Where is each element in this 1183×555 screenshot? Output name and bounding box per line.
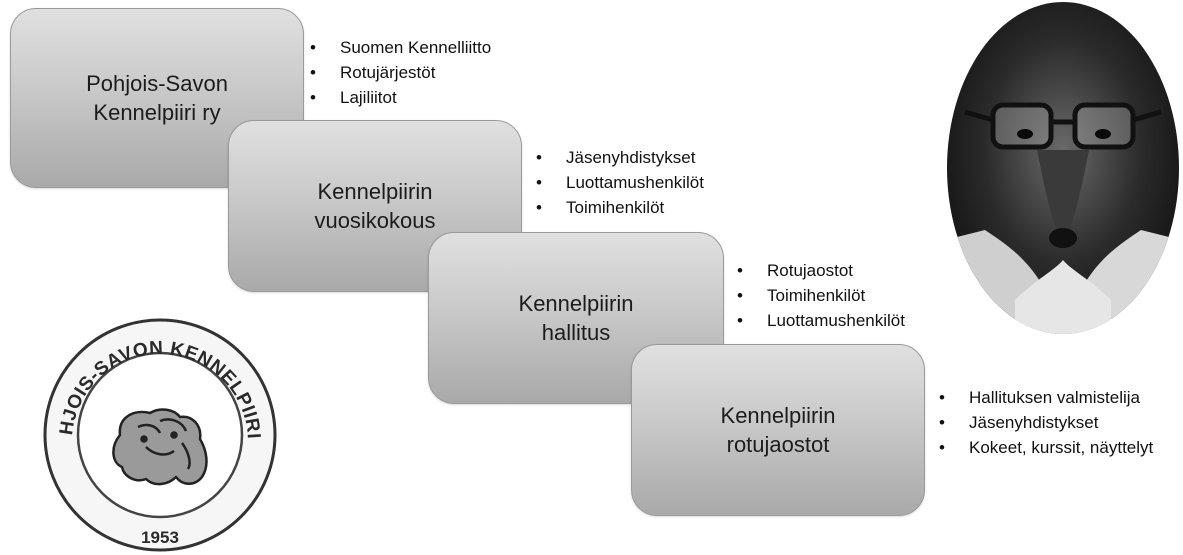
list-item: • Rotujaostot <box>737 258 905 283</box>
box-label-line2: Kennelpiiri ry <box>93 100 221 125</box>
list-item: • Lajiliitot <box>310 85 491 110</box>
bullet-list-1: • Suomen Kennelliitto • Rotujärjestöt • Laj… <box>310 35 491 110</box>
list-item: • Toimihenkilöt <box>536 195 704 220</box>
list-item-text: Kokeet, kurssit, näyttelyt <box>969 438 1154 457</box>
list-item-text: Luottamushenkilöt <box>767 311 905 330</box>
list-item-text: Jäsenyhdistykset <box>969 413 1099 432</box>
bullet-dot: • <box>737 286 743 305</box>
list-item-text: Lajiliitot <box>340 88 397 107</box>
bullet-list-4: • Hallituksen valmistelija • Jäsenyhdistyk… <box>939 385 1153 460</box>
list-item: • Jäsenyhdistykset <box>536 145 704 170</box>
list-item-text: Toimihenkilöt <box>767 286 866 305</box>
bullet-dot: • <box>939 438 945 457</box>
list-item: • Hallituksen valmistelija <box>939 385 1153 410</box>
box-label-line1: Kennelpiirin <box>317 179 433 204</box>
club-seal-logo: POHJOIS-SAVON KENNELPIIRI ry 1953 <box>42 317 277 552</box>
bullet-dot: • <box>939 413 945 432</box>
bullet-dot: • <box>536 198 542 217</box>
bullet-dot: • <box>310 88 316 107</box>
list-item-text: Rotujaostot <box>767 261 853 280</box>
bullet-dot: • <box>737 311 743 330</box>
list-item: • Luottamushenkilöt <box>737 308 905 333</box>
box-kennelpiirin-rotujaostot: Kennelpiirin rotujaostot <box>631 344 925 516</box>
box-label-line2: rotujaostot <box>726 432 830 457</box>
bullet-dot: • <box>939 388 945 407</box>
list-item-text: Luottamushenkilöt <box>566 173 704 192</box>
bullet-dot: • <box>536 148 542 167</box>
dog-heads-icon <box>112 408 208 486</box>
list-item-text: Suomen Kennelliitto <box>340 38 492 57</box>
bullet-dot: • <box>536 173 542 192</box>
bullet-dot: • <box>737 261 743 280</box>
box-label-line1: Kennelpiirin <box>720 403 836 428</box>
bullet-list-2: • Jäsenyhdistykset • Luottamushenkilöt • To… <box>536 145 704 220</box>
list-item-text: Hallituksen valmistelija <box>969 388 1141 407</box>
box-label-line1: Kennelpiirin <box>518 291 634 316</box>
box-label-line2: vuosikokous <box>314 208 436 233</box>
box-label-line1: Pohjois-Savon <box>86 71 228 96</box>
list-item-text: Jäsenyhdistykset <box>566 148 696 167</box>
list-item: • Rotujärjestöt <box>310 60 491 85</box>
bullet-dot: • <box>310 63 316 82</box>
list-item: • Suomen Kennelliitto <box>310 35 491 60</box>
bullet-dot: • <box>310 38 316 57</box>
seal-year: 1953 <box>141 528 179 547</box>
list-item-text: Rotujärjestöt <box>340 63 436 82</box>
bullet-list-3: • Rotujaostot • Toimihenkilöt • Luottamushe… <box>737 258 905 333</box>
box-pohjois-savon-kennelpiiri: Pohjois-Savon Kennelpiiri ry <box>10 8 304 188</box>
list-item-text: Toimihenkilöt <box>566 198 665 217</box>
list-item: • Kokeet, kurssit, näyttelyt <box>939 435 1153 460</box>
list-item: • Luottamushenkilöt <box>536 170 704 195</box>
dog-with-glasses-photo <box>947 2 1179 334</box>
list-item: • Toimihenkilöt <box>737 283 905 308</box>
box-label-line2: hallitus <box>541 320 611 345</box>
list-item: • Jäsenyhdistykset <box>939 410 1153 435</box>
